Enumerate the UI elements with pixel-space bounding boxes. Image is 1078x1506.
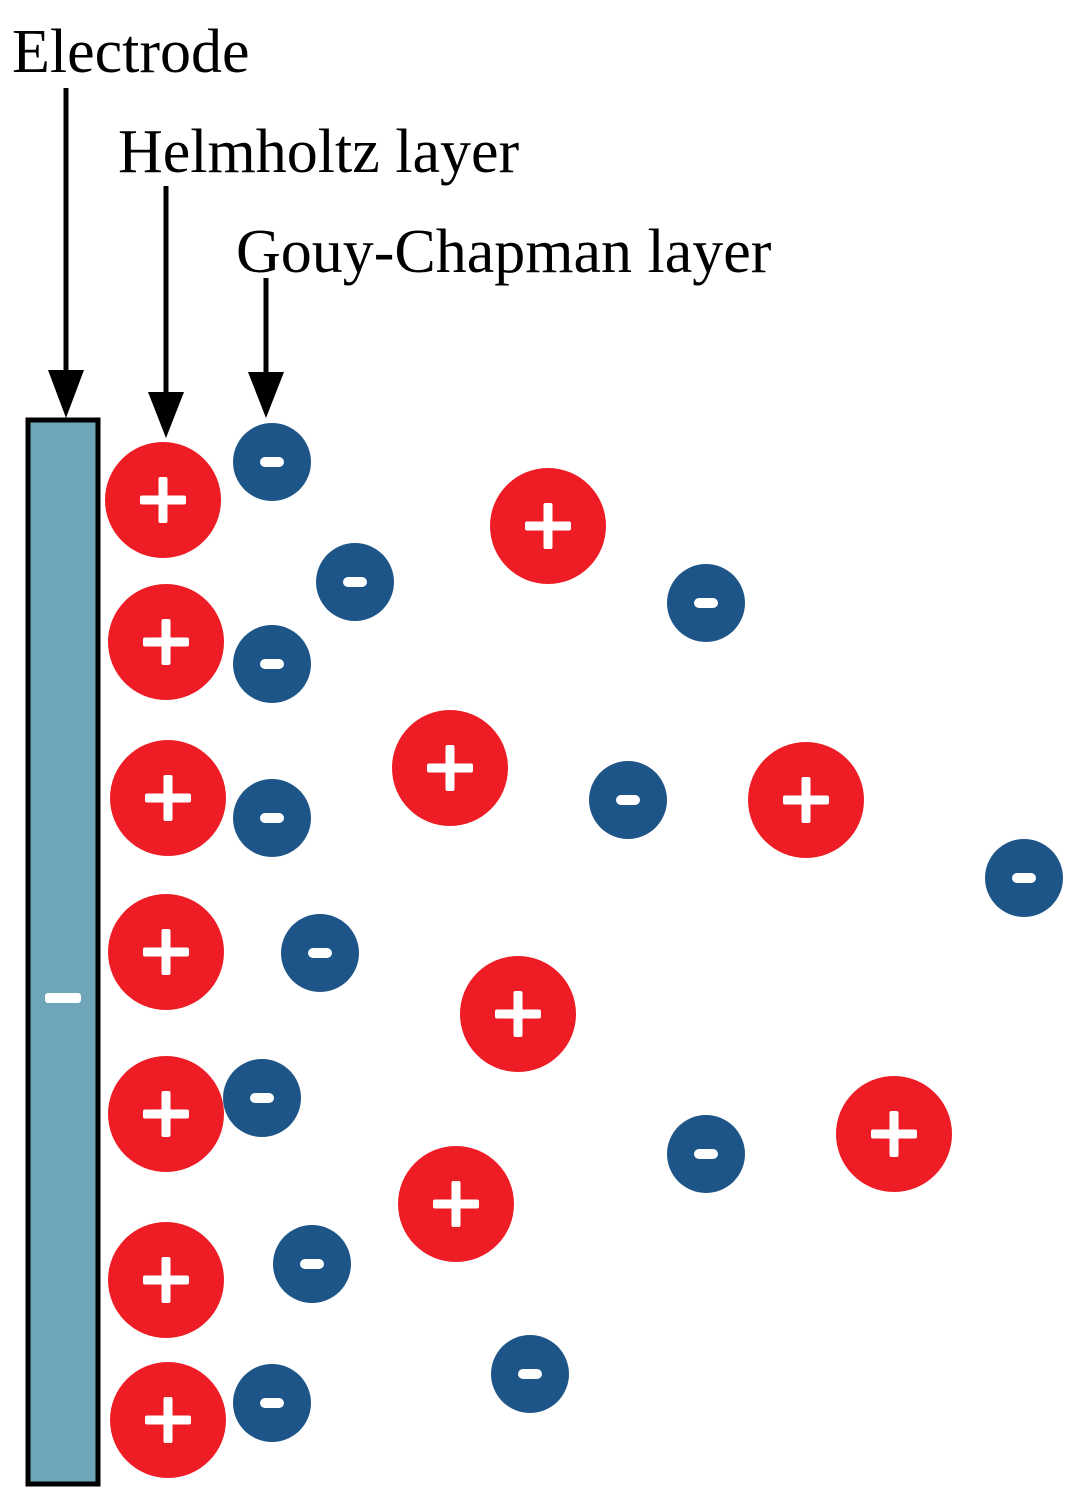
arrows <box>48 88 284 438</box>
gouy-chapman-layer-label: Gouy-Chapman layer <box>236 218 772 286</box>
plus-sign-vertical <box>163 1397 173 1443</box>
minus-sign <box>308 948 332 958</box>
negative-ion <box>223 1059 301 1137</box>
plus-sign-vertical <box>163 775 173 821</box>
plus-sign-vertical <box>801 777 811 823</box>
minus-sign <box>343 577 367 587</box>
plus-sign-vertical <box>161 1091 171 1137</box>
plus-sign-vertical <box>161 929 171 975</box>
negative-ion <box>491 1335 569 1413</box>
electrode-minus-sign <box>45 993 81 1003</box>
plus-sign-vertical <box>445 745 455 791</box>
negative-ion <box>273 1225 351 1303</box>
positive-ion <box>110 740 226 856</box>
plus-sign-vertical <box>543 503 553 549</box>
negative-ion <box>281 914 359 992</box>
minus-sign <box>300 1259 324 1269</box>
positive-ion <box>836 1076 952 1192</box>
plus-sign-vertical <box>161 619 171 665</box>
helmholtz-layer-label: Helmholtz layer <box>118 118 519 186</box>
negative-ion <box>233 779 311 857</box>
negative-ion <box>589 761 667 839</box>
positive-ion <box>108 1056 224 1172</box>
minus-sign <box>694 1149 718 1159</box>
minus-sign <box>260 1398 284 1408</box>
plus-sign-vertical <box>451 1181 461 1227</box>
minus-sign <box>260 457 284 467</box>
plus-sign-vertical <box>161 1257 171 1303</box>
negative-ion <box>233 1364 311 1442</box>
positive-ion <box>392 710 508 826</box>
positive-ion <box>460 956 576 1072</box>
negative-ion <box>667 564 745 642</box>
plus-sign-vertical <box>889 1111 899 1157</box>
electrode-plate <box>25 417 101 1487</box>
minus-sign <box>1012 873 1036 883</box>
minus-sign <box>260 659 284 669</box>
negative-ion <box>316 543 394 621</box>
minus-sign <box>518 1369 542 1379</box>
electrode <box>25 417 101 1487</box>
minus-sign <box>616 795 640 805</box>
positive-ion <box>105 442 221 558</box>
positive-ion <box>108 894 224 1010</box>
positive-ion <box>398 1146 514 1262</box>
negative-ion <box>667 1115 745 1193</box>
ions <box>105 423 1063 1478</box>
positive-ion <box>110 1362 226 1478</box>
minus-sign <box>250 1093 274 1103</box>
positive-ion <box>108 1222 224 1338</box>
negative-ion <box>985 839 1063 917</box>
helmholtz-arrowhead <box>148 392 184 438</box>
positive-ion <box>108 584 224 700</box>
gouy-chapman-arrowhead <box>248 372 284 418</box>
positive-ion <box>748 742 864 858</box>
negative-ion <box>233 423 311 501</box>
plus-sign-vertical <box>158 477 168 523</box>
positive-ion <box>490 468 606 584</box>
minus-sign <box>260 813 284 823</box>
plus-sign-vertical <box>513 991 523 1037</box>
electrode-label: Electrode <box>12 18 250 86</box>
electrode-arrowhead <box>48 370 84 418</box>
minus-sign <box>694 598 718 608</box>
negative-ion <box>233 625 311 703</box>
